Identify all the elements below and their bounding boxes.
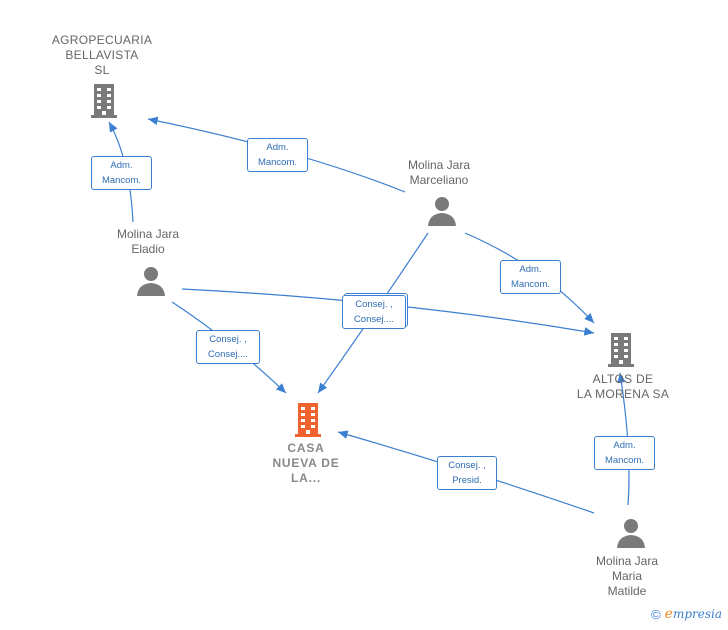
edge-label-line: Consej.... [207,349,249,360]
person-matilde-label[interactable]: Molina Jara Maria Matilde [595,554,659,598]
edge-label-line: Mancom. [604,455,645,466]
building-icon[interactable] [606,333,636,367]
edge-label-eladio-agropecuaria[interactable]: Adm. Mancom. [91,156,152,190]
company-casa-label[interactable]: CASA NUEVA DE LA... [272,441,340,485]
person-icon[interactable] [427,196,457,226]
company-altos-label[interactable]: ALTOS DE LA MORENA SA [576,372,670,401]
edge-label-line: Adm. [110,160,133,171]
copyright-icon: © [651,606,661,622]
brand-watermark: © empresia [651,606,722,622]
brand-logo-e: e [664,606,673,622]
edge-label-line: Mancom. [510,279,551,290]
edge-label-line: Adm. [613,440,636,451]
edge-label-line: Consej. , [448,460,486,471]
person-icon[interactable] [616,518,646,548]
edge-label-marceliano-agropecuaria[interactable]: Adm. Mancom. [247,138,308,172]
edge-label-line: Mancom. [257,157,298,168]
edge-label-eladio-casa[interactable]: Consej. , Consej.... [196,330,260,364]
person-eladio-label[interactable]: Molina Jara Eladio [116,227,180,256]
edge-label-matilde-casa[interactable]: Consej. , Presid. [437,456,497,490]
edge-label-line: Mancom. [101,175,142,186]
company-agropecuaria-label[interactable]: AGROPECUARIA BELLAVISTA SL [51,33,153,77]
edge-label-line: Adm. [519,264,542,275]
brand-logo: empresia [665,606,722,622]
edge-label-matilde-altos[interactable]: Adm. Mancom. [594,436,655,470]
edge-label-consej-center[interactable]: Consej. , Consej.... [342,295,406,329]
edge-label-marceliano-altos[interactable]: Adm. Mancom. [500,260,561,294]
person-icon[interactable] [136,266,166,296]
person-marceliano-label[interactable]: Molina Jara Marceliano [407,158,471,187]
edge-label-line: Consej.... [353,314,395,325]
edge-label-line: Consej. , [355,299,393,310]
building-icon[interactable] [89,84,119,118]
building-icon[interactable] [293,403,323,437]
edge-label-line: Consej. , [209,334,247,345]
edge-label-line: Adm. [266,142,289,153]
brand-logo-text: mpresia [672,607,722,621]
edge-label-line: Presid. [452,475,482,486]
